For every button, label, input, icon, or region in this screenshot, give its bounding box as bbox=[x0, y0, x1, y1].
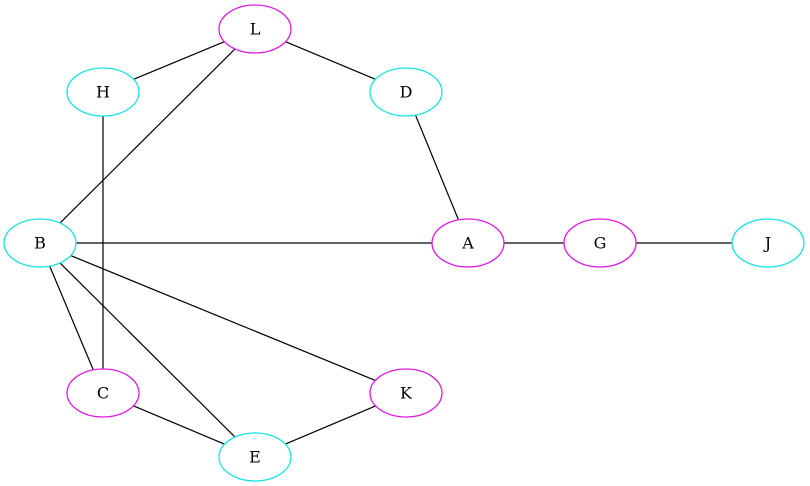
node-L[interactable]: L bbox=[218, 4, 292, 54]
node-ellipse-J bbox=[731, 218, 805, 268]
node-label-D: D bbox=[400, 83, 413, 102]
node-label-C: C bbox=[97, 384, 109, 403]
edge-L-B bbox=[59, 48, 236, 224]
node-label-A: A bbox=[461, 234, 474, 253]
node-ellipse-B bbox=[3, 218, 77, 268]
edge-layer bbox=[49, 41, 732, 445]
node-D[interactable]: D bbox=[369, 67, 443, 117]
node-H[interactable]: H bbox=[66, 67, 140, 117]
node-ellipse-D bbox=[369, 67, 443, 117]
edge-C-E bbox=[133, 405, 225, 445]
edge-B-C bbox=[49, 265, 94, 371]
node-label-H: H bbox=[96, 83, 110, 102]
edge-L-H bbox=[133, 41, 225, 80]
node-K[interactable]: K bbox=[369, 368, 443, 418]
node-G[interactable]: G bbox=[563, 218, 637, 268]
node-layer: L H D B A G J C K E bbox=[3, 4, 805, 482]
node-label-G: G bbox=[594, 234, 607, 253]
node-ellipse-G bbox=[563, 218, 637, 268]
edge-B-K bbox=[70, 255, 376, 381]
node-label-B: B bbox=[34, 234, 46, 253]
node-B[interactable]: B bbox=[3, 218, 77, 268]
node-label-L: L bbox=[250, 20, 261, 39]
node-label-K: K bbox=[400, 384, 413, 403]
node-label-J: J bbox=[763, 234, 771, 253]
edge-L-D bbox=[285, 41, 376, 80]
node-ellipse-K bbox=[369, 368, 443, 418]
node-ellipse-L bbox=[218, 4, 292, 54]
node-ellipse-C bbox=[66, 368, 140, 418]
node-ellipse-A bbox=[431, 218, 505, 268]
node-ellipse-H bbox=[66, 67, 140, 117]
edge-D-A bbox=[414, 114, 460, 221]
edge-B-E bbox=[59, 262, 236, 438]
node-label-E: E bbox=[249, 448, 261, 467]
node-J[interactable]: J bbox=[731, 218, 805, 268]
node-ellipse-E bbox=[218, 432, 292, 482]
edge-E-K bbox=[285, 405, 376, 445]
node-C[interactable]: C bbox=[66, 368, 140, 418]
node-A[interactable]: A bbox=[431, 218, 505, 268]
node-E[interactable]: E bbox=[218, 432, 292, 482]
